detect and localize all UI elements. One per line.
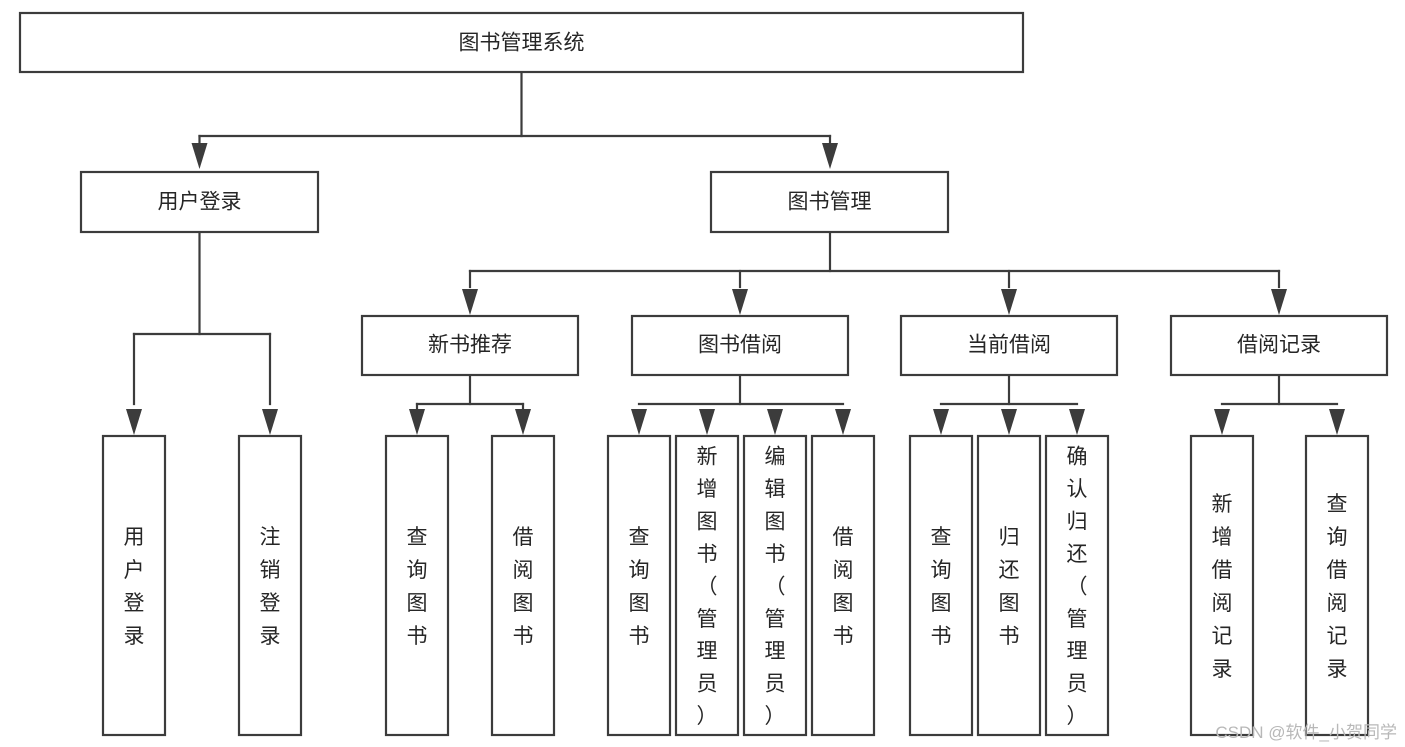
node-current-borrow-box[interactable] bbox=[899, 314, 1119, 377]
node-leaf-query-book-1-label: 查询图书 bbox=[407, 526, 428, 648]
node-user-login[interactable]: 用户登录 bbox=[79, 170, 320, 234]
node-leaf-return-book-box[interactable] bbox=[976, 434, 1042, 737]
arrow-head-leaf-borrow-book-2 bbox=[835, 409, 851, 435]
node-leaf-query-book-1-box[interactable] bbox=[384, 434, 450, 737]
arrow-head-leaf-add-book bbox=[699, 409, 715, 435]
node-borrow-record-label: 借阅记录 bbox=[1237, 334, 1321, 357]
node-leaf-edit-book-label: 编辑图书（管理员） bbox=[765, 446, 786, 729]
node-leaf-return-book-label: 归还图书 bbox=[999, 526, 1020, 648]
node-leaf-query-book-1[interactable]: 查询图书 bbox=[384, 434, 450, 737]
node-leaf-borrow-book-2-label: 借阅图书 bbox=[833, 526, 854, 648]
node-leaf-user-login[interactable]: 用户登录 bbox=[101, 434, 167, 737]
node-leaf-query-book-2-box[interactable] bbox=[606, 434, 672, 737]
node-book-borrow-label: 图书借阅 bbox=[698, 334, 782, 357]
node-book-manage-label: 图书管理 bbox=[788, 191, 872, 214]
arrow-head-leaf-user-logout bbox=[262, 409, 278, 435]
node-leaf-query-record-box[interactable] bbox=[1304, 434, 1370, 737]
node-leaf-borrow-book-1-box[interactable] bbox=[490, 434, 556, 737]
arrow-head-leaf-borrow-book-1 bbox=[515, 409, 531, 435]
node-leaf-confirm-return-label: 确认归还（管理员） bbox=[1067, 446, 1088, 729]
node-current-borrow[interactable]: 当前借阅 bbox=[899, 314, 1119, 377]
csdn-watermark: CSDN @软件_小贺同学 bbox=[1215, 723, 1397, 742]
node-root-label: 图书管理系统 bbox=[459, 32, 585, 55]
arrow-head-user-login bbox=[191, 143, 208, 169]
node-leaf-add-record[interactable]: 新增借阅记录 bbox=[1189, 434, 1255, 737]
node-leaf-query-record[interactable]: 查询借阅记录 bbox=[1304, 434, 1370, 737]
node-root[interactable]: 图书管理系统 bbox=[18, 11, 1025, 74]
node-leaf-add-book-label: 新增图书（管理员） bbox=[697, 446, 718, 729]
node-leaf-borrow-book-2-box[interactable] bbox=[810, 434, 876, 737]
node-leaf-query-book-3-box[interactable] bbox=[908, 434, 974, 737]
arrow-head-leaf-edit-book bbox=[767, 409, 783, 435]
node-root-box[interactable] bbox=[18, 11, 1025, 74]
arrow-head-leaf-add-record bbox=[1214, 409, 1230, 435]
connector-layer bbox=[126, 70, 1345, 435]
node-borrow-record[interactable]: 借阅记录 bbox=[1169, 314, 1389, 377]
node-leaf-query-book-3[interactable]: 查询图书 bbox=[908, 434, 974, 737]
node-borrow-record-box[interactable] bbox=[1169, 314, 1389, 377]
node-new-book-recommend[interactable]: 新书推荐 bbox=[360, 314, 580, 377]
node-leaf-add-book[interactable]: 新增图书（管理员） bbox=[674, 434, 740, 737]
node-leaf-return-book[interactable]: 归还图书 bbox=[976, 434, 1042, 737]
node-new-book-recommend-label: 新书推荐 bbox=[428, 334, 512, 357]
arrow-head-book-manage bbox=[822, 143, 838, 169]
node-book-manage-box[interactable] bbox=[709, 170, 950, 234]
node-leaf-confirm-return[interactable]: 确认归还（管理员） bbox=[1044, 434, 1110, 737]
node-leaf-borrow-book-1[interactable]: 借阅图书 bbox=[490, 434, 556, 737]
arrow-head-leaf-query-record bbox=[1329, 409, 1345, 435]
node-leaf-borrow-book-2[interactable]: 借阅图书 bbox=[810, 434, 876, 737]
arrow-head-book-borrow bbox=[732, 289, 748, 315]
arrow-head-leaf-query-book-2 bbox=[631, 409, 647, 435]
node-leaf-add-book-box[interactable] bbox=[674, 434, 740, 737]
node-leaf-user-logout-label: 注销登录 bbox=[260, 526, 281, 648]
node-new-book-recommend-box[interactable] bbox=[360, 314, 580, 377]
node-leaf-query-record-label: 查询借阅记录 bbox=[1327, 493, 1348, 681]
node-leaf-user-logout[interactable]: 注销登录 bbox=[237, 434, 303, 737]
node-leaf-add-record-box[interactable] bbox=[1189, 434, 1255, 737]
node-leaf-query-book-3-label: 查询图书 bbox=[931, 526, 952, 648]
node-book-manage[interactable]: 图书管理 bbox=[709, 170, 950, 234]
arrow-head-current-borrow bbox=[1001, 289, 1017, 315]
node-leaf-user-login-box[interactable] bbox=[101, 434, 167, 737]
arrow-head-leaf-query-book-3 bbox=[933, 409, 949, 435]
node-leaf-user-login-label: 用户登录 bbox=[124, 526, 145, 648]
node-book-borrow[interactable]: 图书借阅 bbox=[630, 314, 850, 377]
node-book-borrow-box[interactable] bbox=[630, 314, 850, 377]
leaf-layer: 用户登录 注销登录 查询图书 借阅图书 查询图书 新增图书（管理员） 编辑图书（… bbox=[101, 434, 1370, 737]
node-leaf-edit-book-box[interactable] bbox=[742, 434, 808, 737]
node-leaf-add-record-label: 新增借阅记录 bbox=[1212, 493, 1233, 681]
arrow-head-leaf-query-book-1 bbox=[409, 409, 425, 435]
node-leaf-confirm-return-box[interactable] bbox=[1044, 434, 1110, 737]
arrow-head-new-book-recommend bbox=[462, 289, 478, 315]
node-user-login-label: 用户登录 bbox=[158, 191, 242, 214]
node-leaf-borrow-book-1-label: 借阅图书 bbox=[513, 526, 534, 648]
node-leaf-user-logout-box[interactable] bbox=[237, 434, 303, 737]
node-current-borrow-label: 当前借阅 bbox=[967, 334, 1051, 357]
node-user-login-box[interactable] bbox=[79, 170, 320, 234]
node-leaf-query-book-2[interactable]: 查询图书 bbox=[606, 434, 672, 737]
node-leaf-edit-book[interactable]: 编辑图书（管理员） bbox=[742, 434, 808, 737]
arrow-head-leaf-return-book bbox=[1001, 409, 1017, 435]
arrow-head-borrow-record bbox=[1271, 289, 1287, 315]
arrow-head-leaf-user-login bbox=[126, 409, 142, 435]
arrow-head-leaf-confirm-return bbox=[1069, 409, 1085, 435]
node-leaf-query-book-2-label: 查询图书 bbox=[629, 526, 650, 648]
